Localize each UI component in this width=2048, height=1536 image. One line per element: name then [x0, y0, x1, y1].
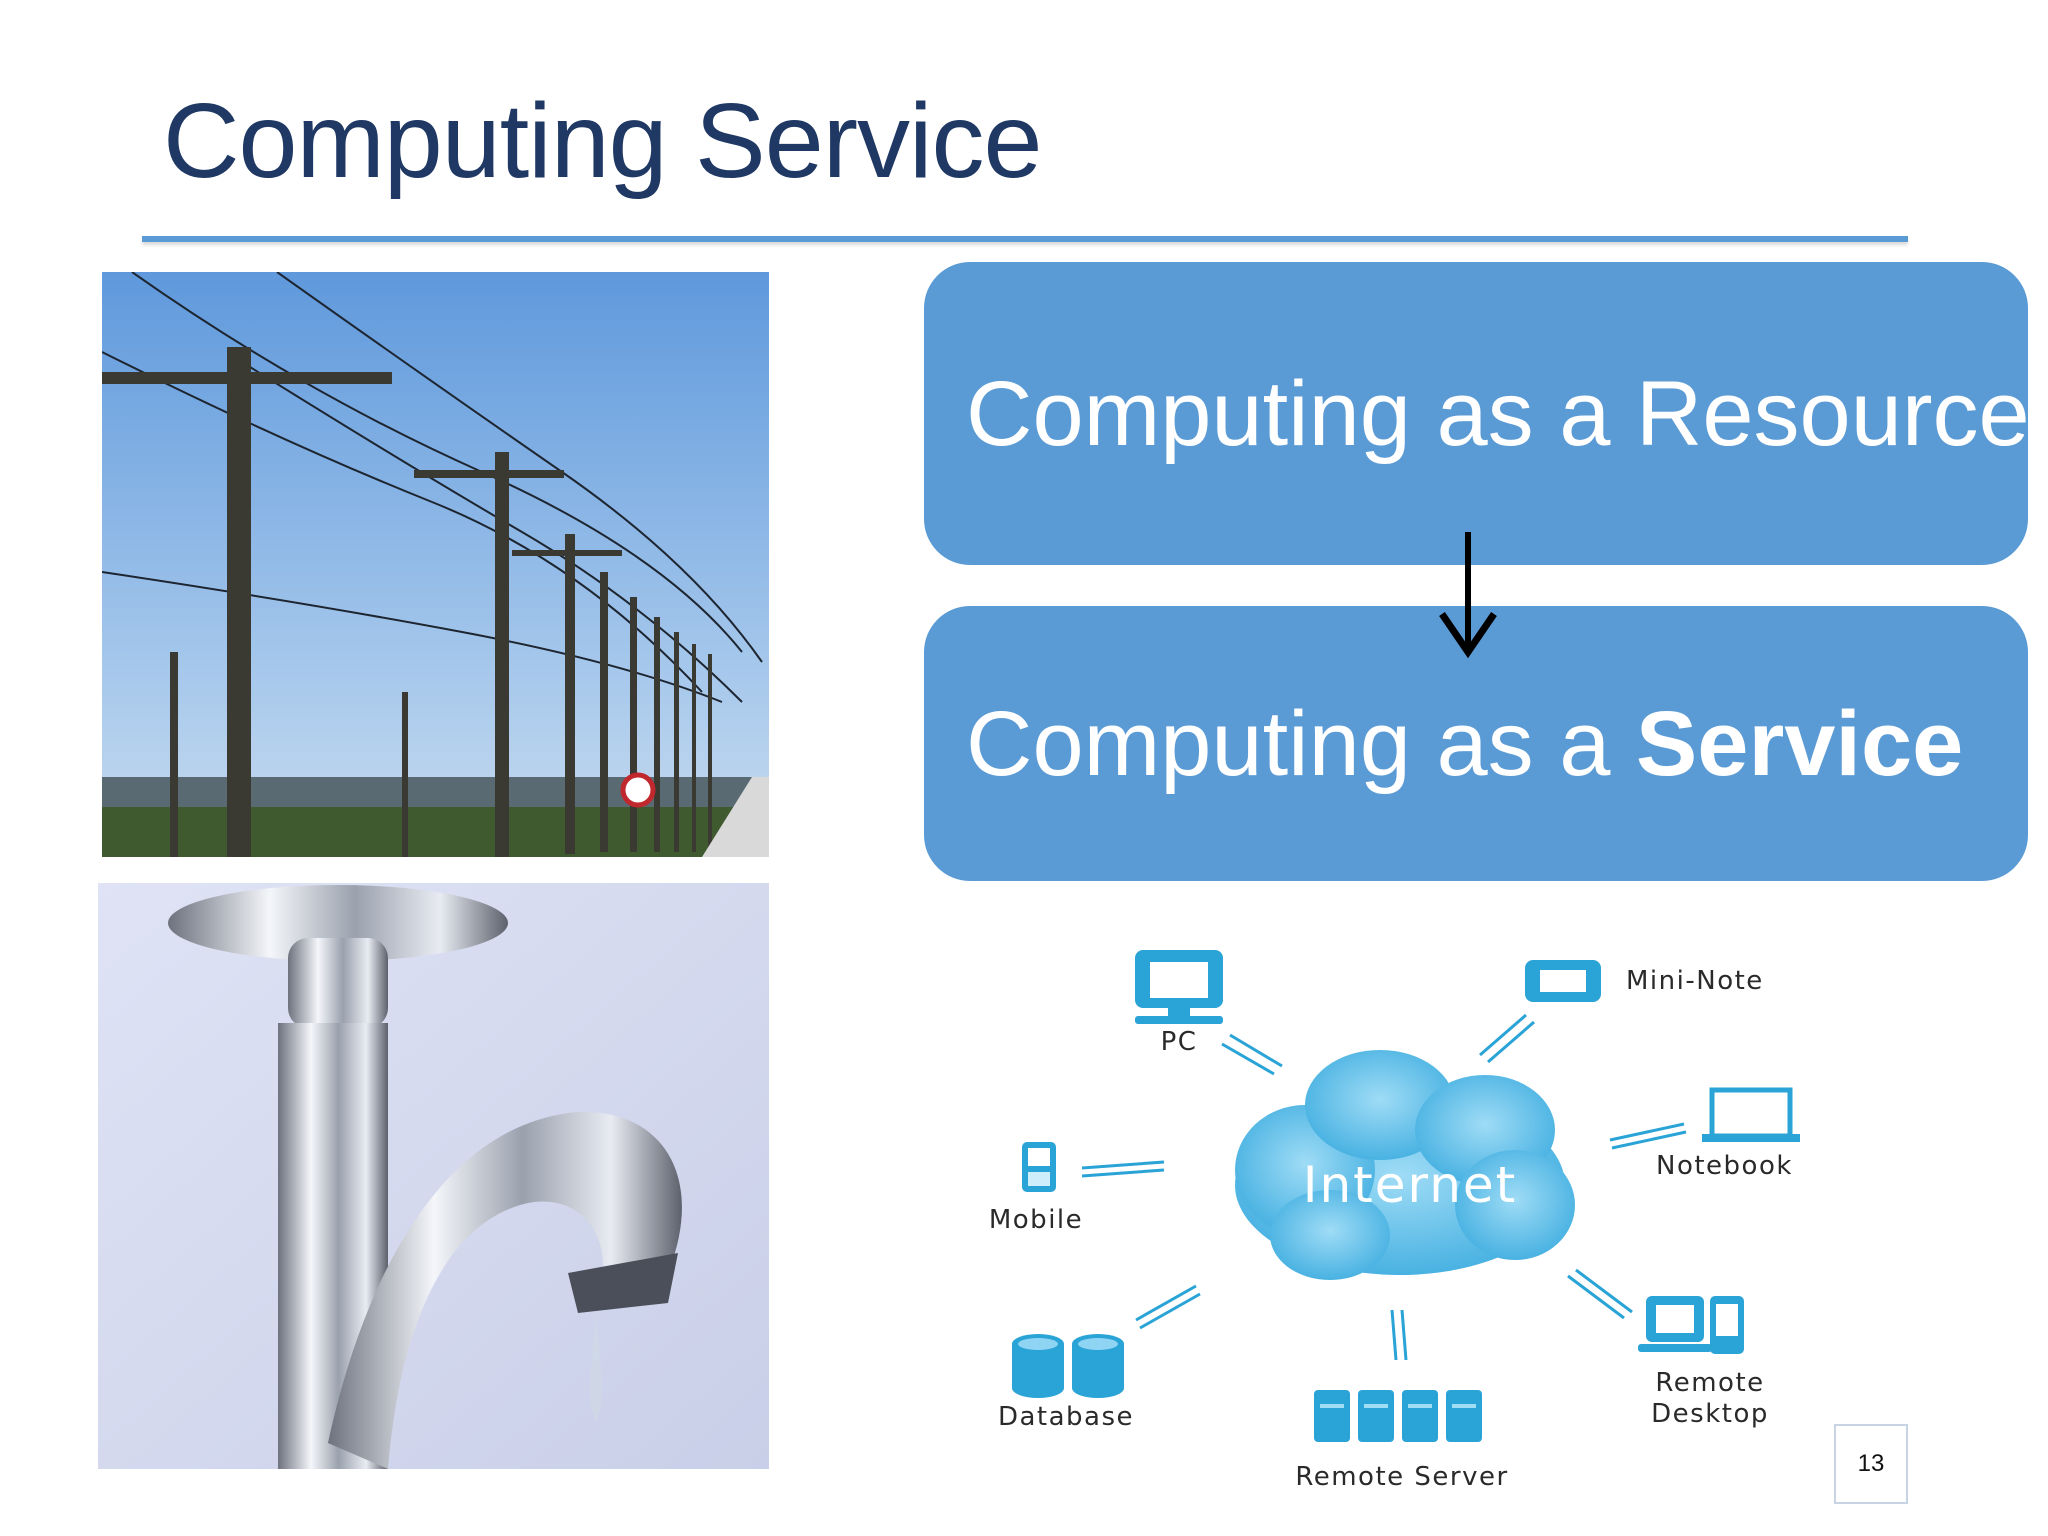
internet-diagram: Internet PC Mini-Note Notebook	[960, 920, 1840, 1500]
service-box: Computing as a Service	[924, 606, 2028, 881]
cloud-icon	[1235, 1050, 1575, 1280]
notebook-label: Notebook	[1656, 1151, 1793, 1181]
database-icon	[1012, 1334, 1124, 1398]
pc-label: PC	[1161, 1027, 1198, 1057]
slide-title: Computing Service	[163, 82, 1043, 200]
remote-server-icon	[1314, 1390, 1482, 1442]
connection-arrows	[1081, 1013, 1687, 1361]
page-number: 13	[1834, 1424, 1908, 1504]
resource-text: Computing as a Resource	[966, 362, 2030, 465]
remote-desktop-icon	[1638, 1296, 1744, 1354]
service-prefix: Computing as a	[966, 692, 1636, 795]
mini-note-label: Mini-Note	[1626, 966, 1764, 996]
water-tap-photo	[98, 883, 769, 1469]
internet-label: Internet	[1303, 1156, 1518, 1214]
service-bold: Service	[1635, 692, 1964, 795]
mini-note-icon	[1525, 960, 1601, 1002]
notebook-icon	[1702, 1087, 1800, 1142]
down-arrow-icon	[1436, 530, 1500, 660]
remote-server-label: Remote Server	[1295, 1462, 1508, 1492]
resource-box: Computing as a Resource	[924, 262, 2030, 565]
service-text: Computing as a Service	[924, 698, 1963, 790]
mobile-icon	[1022, 1142, 1056, 1192]
mobile-label: Mobile	[989, 1205, 1083, 1235]
remote-desktop-label-1: Remote	[1655, 1368, 1764, 1398]
pc-icon	[1135, 950, 1223, 1024]
database-label: Database	[998, 1402, 1134, 1432]
title-underline	[142, 236, 1908, 242]
remote-desktop-label-2: Desktop	[1651, 1399, 1769, 1429]
power-lines-photo	[102, 272, 769, 857]
